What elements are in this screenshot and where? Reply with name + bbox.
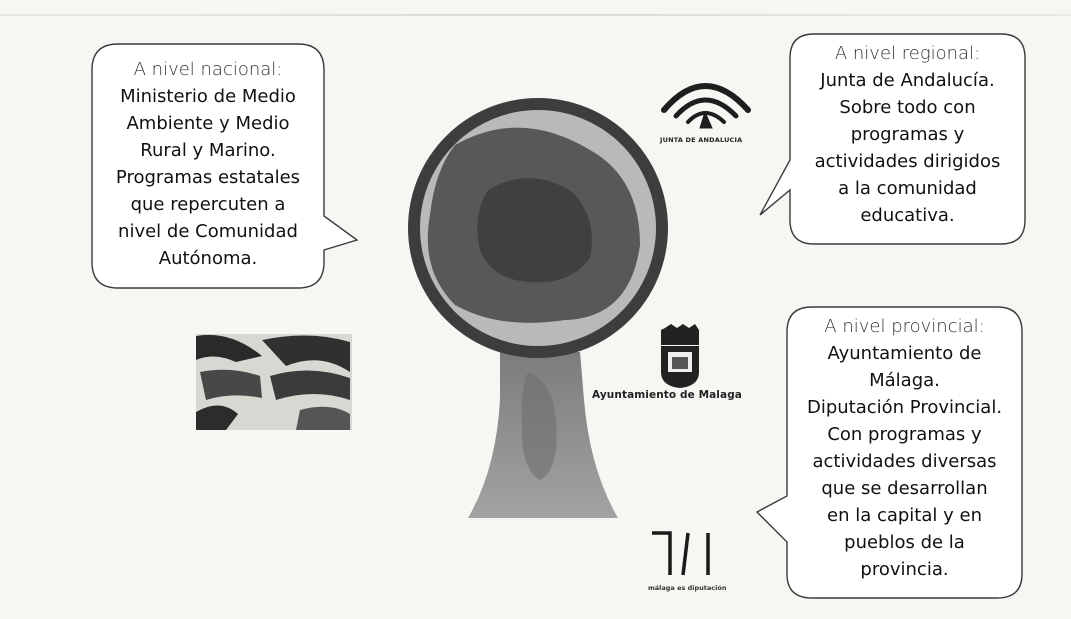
- central-lens-graphic: [408, 98, 668, 518]
- provincial-line: actividades diversas: [789, 448, 1020, 475]
- ayuntamiento-de-malaga-shield: [661, 324, 699, 388]
- national-line: nivel de Comunidad: [96, 218, 320, 245]
- provincial-line: Málaga.: [789, 367, 1020, 394]
- national-line: Autónoma.: [96, 245, 320, 272]
- provincial-line: pueblos de la: [789, 529, 1020, 556]
- provincial-bubble-text: A nivel provincial: Ayuntamiento de Mála…: [789, 313, 1020, 583]
- provincial-line: provincia.: [789, 556, 1020, 583]
- national-bubble-text: A nivel nacional: Ministerio de Medio Am…: [96, 56, 320, 272]
- junta-logo-caption: JUNTA DE ANDALUCIA: [660, 136, 742, 144]
- national-line: Ministerio de Medio: [96, 83, 320, 110]
- provincial-line: Con programas y: [789, 421, 1020, 448]
- ayuntamiento-logo-caption: Ayuntamiento de Malaga: [592, 389, 742, 401]
- diputacion-malaga-logo: [652, 533, 708, 575]
- regional-line: programas y: [792, 121, 1023, 148]
- ministerio-logo: [196, 334, 352, 430]
- regional-line: actividades dirigidos: [792, 148, 1023, 175]
- junta-de-andalucia-logo: [664, 86, 748, 128]
- regional-line: educativa.: [792, 202, 1023, 229]
- regional-lead: A nivel regional:: [792, 40, 1023, 67]
- national-line: Rural y Marino.: [96, 137, 320, 164]
- provincial-line: Diputación Provincial.: [789, 394, 1020, 421]
- national-line: Ambiente y Medio: [96, 110, 320, 137]
- provincial-line: en la capital y en: [789, 502, 1020, 529]
- national-lead: A nivel nacional:: [96, 56, 320, 83]
- regional-line: Sobre todo con: [792, 94, 1023, 121]
- provincial-lead: A nivel provincial:: [789, 313, 1020, 340]
- diputacion-logo-caption: málaga es diputación: [648, 584, 726, 592]
- regional-bubble-text: A nivel regional: Junta de Andalucía. So…: [792, 40, 1023, 229]
- provincial-line: que se desarrollan: [789, 475, 1020, 502]
- regional-line: Junta de Andalucía.: [792, 67, 1023, 94]
- regional-line: a la comunidad: [792, 175, 1023, 202]
- national-line: que repercuten a: [96, 191, 320, 218]
- national-line: Programas estatales: [96, 164, 320, 191]
- provincial-line: Ayuntamiento de: [789, 340, 1020, 367]
